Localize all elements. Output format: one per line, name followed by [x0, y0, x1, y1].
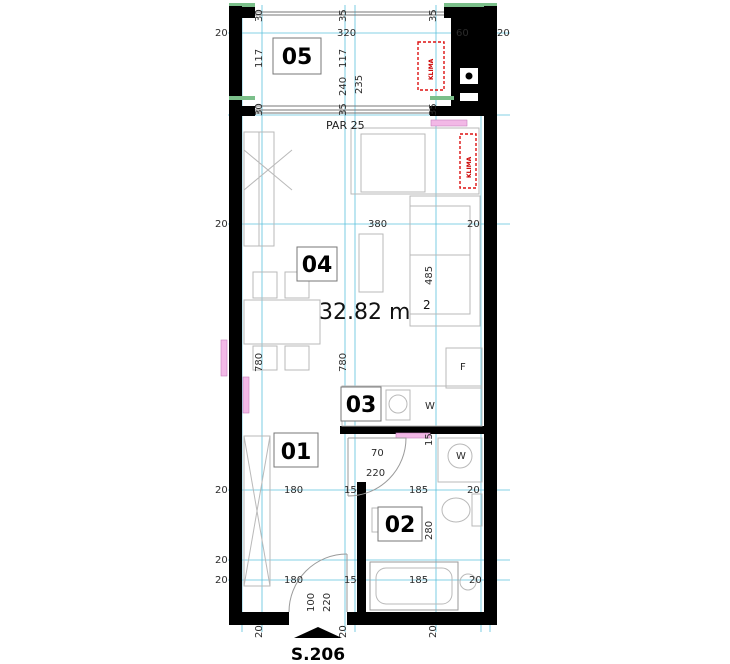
vent-icon — [460, 68, 478, 101]
entrance-marker: S.206 — [291, 627, 345, 664]
svg-text:20: 20 — [215, 485, 228, 496]
area-label: 32.82 m 2 — [319, 298, 431, 325]
svg-text:70: 70 — [371, 448, 384, 459]
room-label-04: 04 — [296, 246, 338, 282]
svg-text:2: 2 — [423, 298, 431, 312]
svg-text:380: 380 — [368, 219, 387, 230]
dimension-labels: 20 320 60 20 30 35 35 117 240 117 235 30… — [215, 9, 510, 638]
unit-code: S.206 — [291, 645, 345, 664]
wall-left — [229, 115, 242, 625]
svg-text:35: 35 — [428, 103, 439, 116]
furniture — [243, 127, 483, 613]
floor-finish-label: PAR 25 — [326, 119, 365, 132]
room-label-02: 02 — [377, 506, 423, 542]
svg-text:180: 180 — [284, 575, 303, 586]
svg-text:01: 01 — [281, 440, 312, 465]
svg-text:20: 20 — [215, 575, 228, 586]
svg-text:03: 03 — [346, 393, 377, 418]
svg-text:185: 185 — [409, 485, 428, 496]
wall-right — [484, 6, 497, 625]
svg-text:780: 780 — [254, 353, 265, 372]
svg-text:220: 220 — [322, 593, 333, 612]
svg-text:20: 20 — [254, 625, 265, 638]
wall-mid-right — [430, 106, 497, 116]
wall-kitchen-bath — [340, 426, 490, 434]
svg-text:100: 100 — [306, 593, 317, 612]
svg-text:30: 30 — [254, 9, 265, 22]
svg-text:15: 15 — [424, 433, 435, 446]
wall-bath-left — [357, 482, 366, 625]
svg-text:30: 30 — [254, 103, 265, 116]
svg-text:280: 280 — [424, 521, 435, 540]
wall-left-balcony — [229, 6, 242, 106]
svg-text:20: 20 — [467, 485, 480, 496]
svg-text:20: 20 — [215, 555, 228, 566]
klima-label: KLIMA — [466, 156, 473, 178]
room-label-05: 05 — [272, 37, 322, 75]
klima-unit-room: KLIMA — [459, 133, 477, 189]
svg-text:20: 20 — [467, 219, 480, 230]
svg-text:320: 320 — [337, 28, 356, 39]
wall-top-right — [444, 6, 497, 18]
dishwasher-label: W — [425, 401, 435, 412]
wall-bottom-right — [347, 612, 497, 625]
svg-text:35: 35 — [428, 9, 439, 22]
wall-bottom-left — [229, 612, 289, 625]
svg-text:20: 20 — [215, 219, 228, 230]
shaft-block — [451, 18, 484, 106]
svg-text:60: 60 — [456, 28, 469, 39]
washer-label: W — [456, 451, 466, 462]
klima-label: KLIMA — [428, 58, 435, 80]
svg-text:180: 180 — [284, 485, 303, 496]
svg-text:220: 220 — [366, 468, 385, 479]
svg-text:15: 15 — [344, 575, 357, 586]
svg-text:20: 20 — [428, 625, 439, 638]
svg-text:117: 117 — [254, 49, 265, 68]
svg-text:117: 117 — [338, 49, 349, 68]
svg-text:02: 02 — [385, 513, 416, 538]
svg-text:240: 240 — [338, 77, 349, 96]
svg-text:780: 780 — [338, 353, 349, 372]
svg-text:32.82 m: 32.82 m — [319, 300, 410, 325]
walls — [220, 3, 497, 625]
svg-text:20: 20 — [338, 625, 349, 638]
wall-mid-left — [229, 106, 255, 116]
svg-text:235: 235 — [354, 75, 365, 94]
svg-text:20: 20 — [497, 28, 510, 39]
svg-text:35: 35 — [338, 103, 349, 116]
room-label-03: 03 — [340, 386, 382, 422]
svg-text:185: 185 — [409, 575, 428, 586]
svg-text:20: 20 — [215, 28, 228, 39]
svg-text:05: 05 — [282, 45, 313, 70]
room-label-01: 01 — [273, 432, 319, 468]
svg-text:485: 485 — [424, 266, 435, 285]
klima-unit-balcony: KLIMA — [417, 41, 445, 91]
svg-text:20: 20 — [469, 575, 482, 586]
svg-text:15: 15 — [344, 485, 357, 496]
svg-text:35: 35 — [338, 9, 349, 22]
svg-text:04: 04 — [302, 253, 333, 278]
fridge-label: F — [460, 362, 466, 373]
